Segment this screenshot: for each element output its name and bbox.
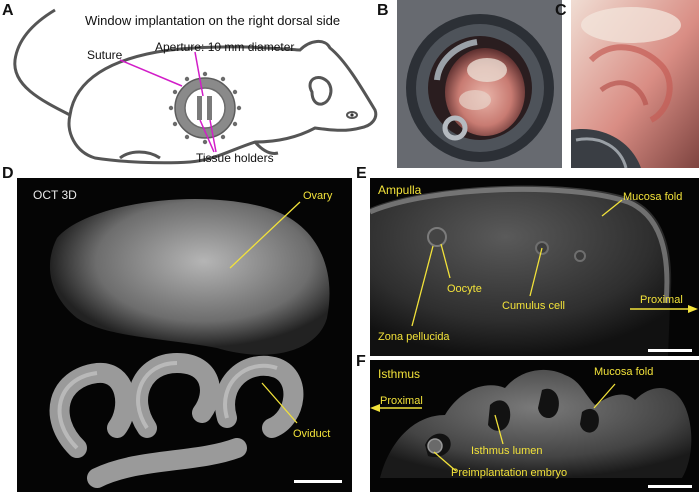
embryo-pointer: [433, 451, 457, 472]
mouse-body: [67, 40, 378, 165]
suture-label: Suture: [87, 48, 123, 62]
panel-f-letter: F: [356, 353, 366, 370]
mucosa-pointer-e: [601, 199, 623, 217]
scale-bar-d: [294, 480, 342, 483]
lumen-pointer: [494, 414, 504, 445]
zona-pellucida-label: Zona pellucida: [378, 331, 450, 343]
cumulus-cell-label: Cumulus cell: [502, 300, 565, 312]
tissue-holder-left: [197, 96, 202, 120]
mucosa-fold-label-e: Mucosa fold: [623, 191, 683, 203]
ampulla-title: Ampulla: [378, 183, 422, 197]
zona-pointer: [411, 245, 434, 327]
proximal-label-e: Proximal: [640, 294, 683, 306]
mouse-back-leg: [119, 150, 161, 160]
oocyte-pointer: [440, 243, 451, 279]
aperture-label: Aperture: 10 mm diameter: [155, 40, 295, 54]
oocyte: [427, 227, 447, 247]
isthmus-lumen-label: Isthmus lumen: [471, 445, 543, 457]
panel-a-title: Window implantation on the right dorsal …: [85, 13, 341, 28]
proximal-arrow-f: [370, 404, 380, 412]
ampulla-tissue: [370, 185, 672, 356]
window-photo: [397, 0, 562, 168]
tissue-holder-right: [207, 96, 212, 120]
ovary-label: Ovary: [303, 190, 333, 202]
ampulla-oct-image: [370, 178, 699, 356]
isthmus-title: Isthmus: [378, 367, 421, 381]
preimplantation-embryo-label: Preimplantation embryo: [451, 467, 568, 479]
mouse-front-leg: [253, 140, 279, 155]
holders-pointer-right: [209, 119, 217, 153]
mucosa-pointer-f: [593, 383, 616, 409]
panel-c-letter: C: [555, 2, 567, 19]
oviduct-label: Oviduct: [293, 428, 331, 440]
tissue-closeup-photo: [571, 0, 699, 168]
proximal-arrow-e: [688, 305, 698, 313]
cumulus-pointer: [529, 247, 543, 297]
oct-3d-image: [17, 178, 352, 492]
panel-b-letter: B: [377, 2, 389, 19]
suture-pointer: [119, 59, 183, 87]
oviduct-pointer: [261, 382, 298, 424]
isthmus-oct-image: [370, 360, 699, 492]
suture-marks: [168, 71, 242, 145]
mouse-diagram: [13, 8, 378, 165]
mucosa-fold-label-f: Mucosa fold: [594, 366, 654, 378]
scale-bar-f: [648, 485, 692, 488]
proximal-label-f: Proximal: [380, 395, 423, 407]
aperture-pointer: [194, 51, 204, 97]
tissue-holders-label: Tissue holders: [196, 151, 274, 165]
panel-e-letter: E: [356, 165, 367, 182]
ovary-shape: [49, 199, 330, 355]
ovary-pointer: [229, 201, 301, 269]
isthmus-tissue: [380, 369, 692, 478]
panel-d-letter: D: [2, 165, 14, 182]
embryo: [427, 438, 443, 454]
scale-bar-e: [648, 349, 692, 352]
mouse-ear: [308, 76, 333, 106]
oocyte-label: Oocyte: [447, 283, 482, 295]
holders-pointer-left: [199, 119, 215, 153]
mouse-tail: [13, 8, 71, 117]
panel-a-letter: A: [2, 2, 14, 19]
window-aperture: [184, 87, 226, 129]
oct-3d-title: OCT 3D: [33, 188, 77, 202]
